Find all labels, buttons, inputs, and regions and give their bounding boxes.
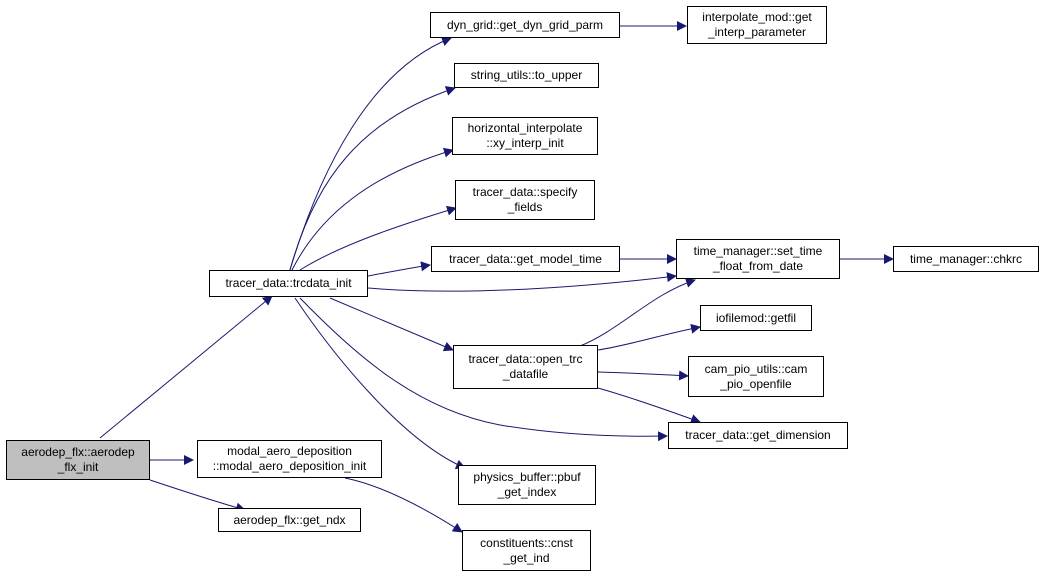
edge-trcdata-to-set-time — [367, 272, 677, 292]
node-aerodep-flx-init: aerodep_flx::aerodep _flx_init — [6, 440, 150, 480]
edge-trcdata-to-get-model-time — [367, 261, 431, 277]
edge-open-trc-to-cam-pio — [597, 370, 689, 381]
node-cnst-get-ind[interactable]: constituents::cnst _get_ind — [462, 530, 591, 571]
node-label: aerodep_flx::get_ndx — [233, 512, 346, 527]
node-pbuf-get-index[interactable]: physics_buffer::pbuf _get_index — [458, 465, 596, 505]
node-set-time-float-from-date[interactable]: time_manager::set_time _float_from_date — [676, 239, 840, 279]
node-label-line-1: aerodep_flx::aerodep — [21, 445, 135, 459]
edge-open-trc-to-set-time — [579, 278, 696, 347]
node-label-line-1: interpolate_mod::get — [702, 10, 812, 24]
node-label-line-2: ::xy_interp_init — [486, 136, 564, 150]
node-label-line-1: modal_aero_deposition — [227, 444, 352, 458]
node-specify-fields[interactable]: tracer_data::specify _fields — [455, 180, 595, 220]
node-label-line-2: _fields — [507, 200, 543, 214]
edge-aerodep-to-get-ndx — [149, 479, 246, 513]
node-get-dyn-grid-parm[interactable]: dyn_grid::get_dyn_grid_parm — [430, 12, 620, 38]
node-modal-aero-deposition-init[interactable]: modal_aero_deposition ::modal_aero_depos… — [197, 440, 382, 478]
edge-trcdata-to-open-trc — [329, 297, 454, 352]
node-get-dimension[interactable]: tracer_data::get_dimension — [668, 422, 848, 449]
node-label-line-2: _pio_openfile — [720, 376, 792, 391]
node-chkrc[interactable]: time_manager::chkrc — [893, 246, 1039, 272]
node-label-line-2: _flx_init — [57, 460, 99, 474]
node-label: string_utils::to_upper — [470, 68, 583, 82]
node-label-line-2: _interp_parameter — [707, 25, 807, 39]
node-to-upper[interactable]: string_utils::to_upper — [454, 63, 599, 88]
edge-open-trc-to-getfil — [597, 323, 701, 351]
node-label-line-2: _datafile — [502, 367, 549, 381]
node-label-line-1: horizontal_interpolate — [467, 121, 583, 135]
edge-modal-aero-to-cnst-ind — [344, 477, 463, 533]
edge-trcdata-to-pbuf-index — [294, 297, 466, 470]
node-label: tracer_data::get_dimension — [685, 428, 831, 442]
edge-trcdata-to-xy-interp — [291, 147, 454, 271]
node-label: tracer_data::trcdata_init — [225, 276, 352, 290]
node-label-line-1: physics_buffer::pbuf — [473, 470, 581, 484]
node-getfil[interactable]: iofilemod::getfil — [700, 305, 812, 331]
node-open-trc-datafile[interactable]: tracer_data::open_trc _datafile — [453, 345, 598, 389]
node-label: dyn_grid::get_dyn_grid_parm — [446, 17, 604, 32]
node-label-line-1: tracer_data::specify — [472, 185, 578, 199]
edge-trcdata-to-to-upper — [289, 86, 456, 271]
node-cam-pio-openfile[interactable]: cam_pio_utils::cam _pio_openfile — [688, 356, 824, 397]
edge-trcdata-to-specify-fields — [299, 205, 457, 271]
node-get-model-time[interactable]: tracer_data::get_model_time — [431, 246, 620, 272]
node-label-line-1: tracer_data::open_trc — [468, 352, 583, 366]
node-label-line-2: _get_index — [497, 485, 557, 499]
node-xy-interp-init[interactable]: horizontal_interpolate ::xy_interp_init — [452, 117, 598, 155]
node-label-line-2: _get_ind — [503, 550, 550, 565]
node-get-interp-parameter[interactable]: interpolate_mod::get _interp_parameter — [687, 6, 827, 44]
node-label-line-1: time_manager::set_time — [693, 244, 823, 258]
node-label-line-2: _float_from_date — [712, 259, 804, 273]
node-label-line-1: constituents::cnst — [480, 535, 573, 550]
edge-aerodep-to-trcdata — [99, 295, 273, 439]
edge-trcdata-to-get-dimension — [299, 297, 668, 442]
node-label: tracer_data::get_model_time — [449, 251, 602, 266]
edge-open-trc-to-get-dimension — [597, 387, 701, 424]
node-label: time_manager::chkrc — [909, 251, 1023, 266]
node-label: iofilemod::getfil — [715, 310, 797, 325]
node-label-line-2: ::modal_aero_deposition_init — [212, 459, 367, 473]
node-label-line-1: cam_pio_utils::cam — [704, 361, 808, 376]
node-trcdata-init[interactable]: tracer_data::trcdata_init — [209, 270, 368, 297]
node-get-ndx[interactable]: aerodep_flx::get_ndx — [218, 508, 361, 532]
